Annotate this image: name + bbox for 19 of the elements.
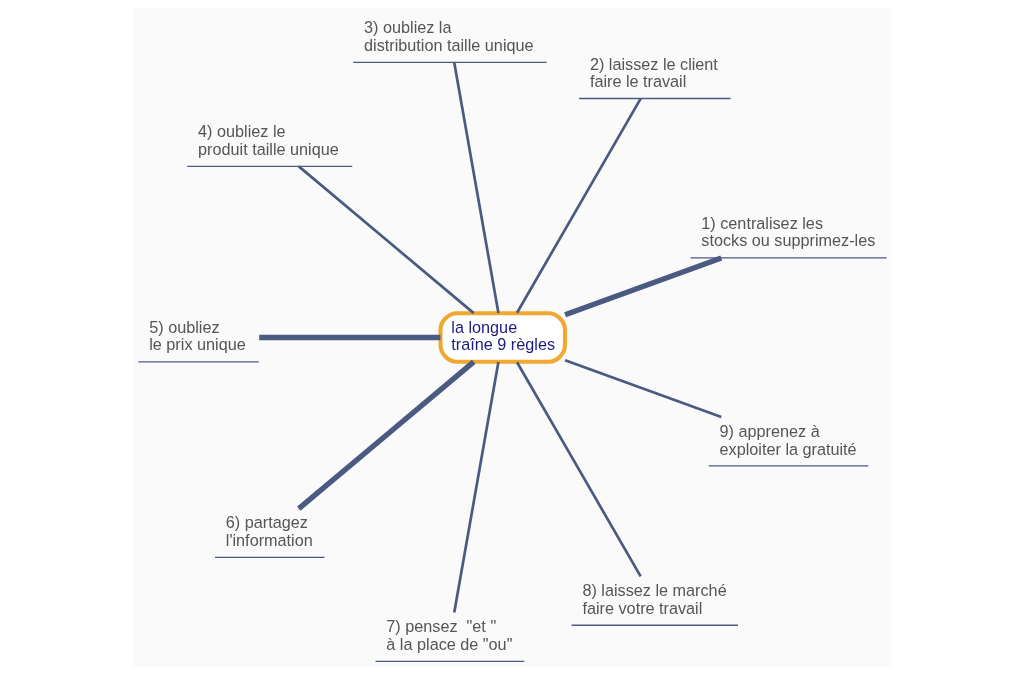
node-text: 8) laissez le marché faire votre travail <box>581 581 727 617</box>
connector <box>258 334 440 341</box>
node-text: 1) centralisez les stocks ou supprimez-les <box>700 213 875 250</box>
node-text: 2) laissez le client faire le travail <box>589 54 718 91</box>
connector <box>563 255 722 318</box>
node-text: 6) partagez l'information <box>225 513 313 549</box>
connector <box>515 97 642 314</box>
connector <box>452 361 500 613</box>
node-text: 4) oubliez le produit taille unique <box>197 122 339 158</box>
connector <box>297 165 475 315</box>
node-text: 7) pensez "et " à la place de "ou" <box>385 617 512 654</box>
node-text: 3) oubliez la distribution taille unique <box>363 18 534 54</box>
connector <box>452 62 500 314</box>
connector <box>296 359 475 511</box>
node-text: 5) oubliez le prix unique <box>148 317 246 354</box>
node-box: la longue traîne 9 règles <box>438 311 567 364</box>
connector <box>515 361 642 578</box>
node-text: 9) apprenez à exploiter la gratuité <box>719 421 857 458</box>
connector <box>564 358 722 419</box>
